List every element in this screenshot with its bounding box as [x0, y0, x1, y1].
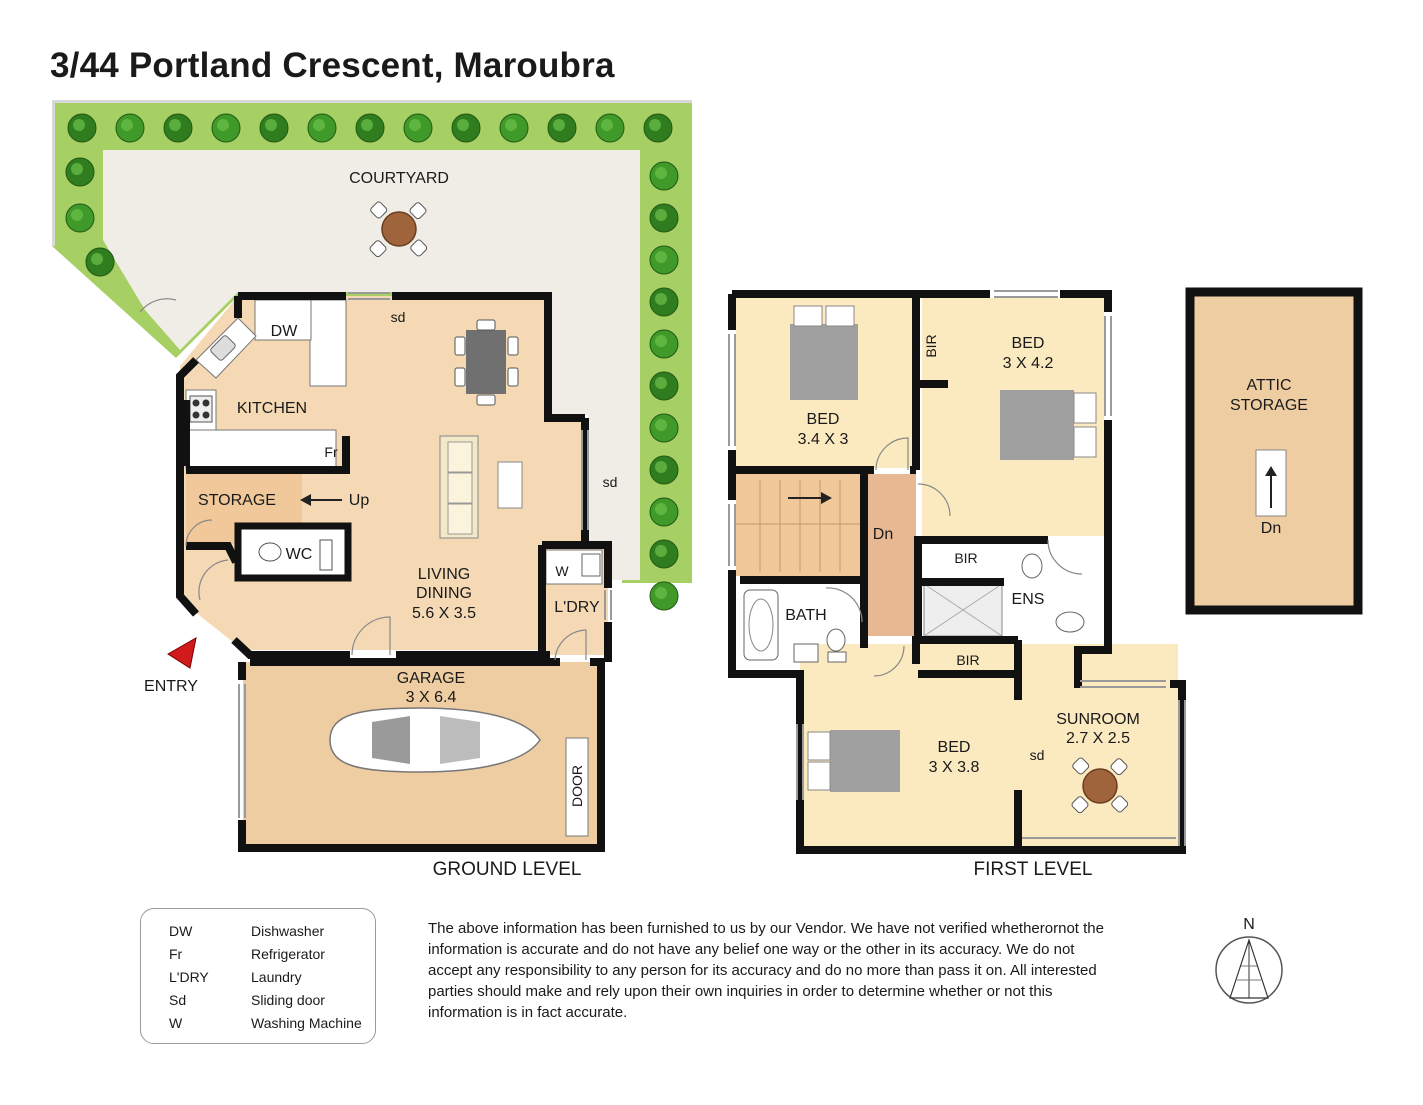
- shrub-highlight: [655, 377, 667, 389]
- shrub-highlight: [553, 119, 565, 131]
- disclaimer: The above information has been furnished…: [428, 920, 1104, 1021]
- shrub-highlight: [169, 119, 181, 131]
- courtyard-area: [52, 100, 692, 583]
- shrub-highlight: [655, 461, 667, 473]
- label-living-size: 5.6 X 3.5: [412, 605, 476, 622]
- label-garage-door: DOOR: [569, 765, 585, 807]
- shrub-highlight: [655, 545, 667, 557]
- label-attic-down: Dn: [1261, 520, 1281, 537]
- shrub-highlight: [91, 253, 103, 265]
- shrub-highlight: [655, 587, 667, 599]
- label-wc: WC: [286, 546, 313, 563]
- label-bed-1: BED: [807, 411, 840, 428]
- label-courtyard: COURTYARD: [349, 170, 449, 187]
- label-bath: BATH: [785, 607, 826, 624]
- shrub-highlight: [217, 119, 229, 131]
- shrub-highlight: [71, 209, 83, 221]
- label-sliding-door-kitchen: sd: [391, 309, 406, 325]
- shrub-highlight: [73, 119, 85, 131]
- label-living: LIVING: [418, 566, 470, 583]
- label-kitchen: KITCHEN: [237, 400, 307, 417]
- label-bir-1: BIR: [923, 334, 939, 357]
- page-title: 3/44 Portland Crescent, Maroubra: [50, 46, 615, 85]
- label-attic: ATTIC: [1246, 377, 1291, 394]
- label-sliding-door-sunroom: sd: [1030, 747, 1045, 763]
- label-sliding-door-side: sd: [603, 474, 618, 490]
- label-stairs-up: Up: [349, 492, 370, 509]
- shrub-highlight: [313, 119, 325, 131]
- shrub-highlight: [121, 119, 133, 131]
- label-laundry: L'DRY: [554, 599, 600, 616]
- label-fridge: Fr: [324, 444, 338, 460]
- ground-level-plan: [139, 292, 612, 852]
- label-bed-3-size: 3 X 3.8: [929, 759, 980, 776]
- shrub-highlight: [655, 167, 667, 179]
- label-storage: STORAGE: [198, 492, 276, 509]
- shrub-highlight: [655, 251, 667, 263]
- label-dining: DINING: [416, 585, 472, 602]
- label-bed-2: BED: [1012, 335, 1045, 352]
- label-stairs-down: Dn: [873, 526, 893, 543]
- shrub-highlight: [655, 335, 667, 347]
- shrub-highlight: [505, 119, 517, 131]
- shrub-highlight: [655, 503, 667, 515]
- label-bir-3: BIR: [956, 652, 979, 668]
- compass-north-label: N: [1243, 916, 1255, 933]
- label-bed-3: BED: [938, 739, 971, 756]
- shrub-highlight: [457, 119, 469, 131]
- shrub-highlight: [655, 419, 667, 431]
- label-sunroom-size: 2.7 X 2.5: [1066, 730, 1130, 747]
- shrub-highlight: [601, 119, 613, 131]
- shrub-highlight: [361, 119, 373, 131]
- label-washing-machine: W: [555, 563, 569, 579]
- shrub-highlight: [655, 209, 667, 221]
- label-first-level: FIRST LEVEL: [974, 859, 1093, 880]
- shrub-highlight: [71, 163, 83, 175]
- label-dishwasher: DW: [271, 323, 299, 340]
- label-attic-storage: STORAGE: [1230, 397, 1308, 414]
- label-garage: GARAGE: [397, 670, 465, 687]
- shrub-highlight: [265, 119, 277, 131]
- label-bir-2: BIR: [954, 550, 977, 566]
- garden-shrubs: [65, 113, 679, 611]
- label-bed-1-size: 3.4 X 3: [798, 431, 849, 448]
- compass-icon: N: [1215, 916, 1283, 1004]
- first-level-plan: [728, 290, 1186, 854]
- attic-plan: [1185, 287, 1363, 615]
- car-icon: [329, 707, 541, 773]
- shrub-highlight: [409, 119, 421, 131]
- shrub-highlight: [649, 119, 661, 131]
- label-entry: ENTRY: [144, 678, 198, 695]
- label-bed-2-size: 3 X 4.2: [1003, 355, 1054, 372]
- label-sunroom: SUNROOM: [1056, 711, 1140, 728]
- label-ground-level: GROUND LEVEL: [433, 859, 582, 880]
- shrub-highlight: [655, 293, 667, 305]
- label-ensuite: ENS: [1012, 591, 1045, 608]
- label-garage-size: 3 X 6.4: [406, 689, 457, 706]
- courtyard-table: [369, 201, 428, 258]
